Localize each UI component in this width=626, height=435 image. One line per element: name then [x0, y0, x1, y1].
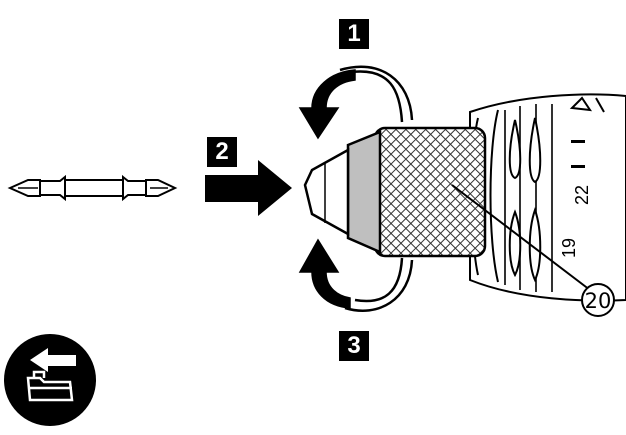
curved-arrow-clockwise-icon [298, 69, 356, 140]
callout-leader-line [451, 184, 591, 291]
screwdriver-bit [7, 174, 178, 202]
drill-body [469, 93, 626, 302]
rotation-ring [339, 65, 414, 312]
dial-mark-19: 19 [559, 238, 579, 258]
step-1-badge: 1 [339, 19, 369, 49]
dial-mark-22: 22 [572, 185, 592, 205]
curved-arrow-counterclockwise-icon [298, 238, 351, 309]
step-2-badge: 2 [207, 137, 237, 167]
step-3-badge: 3 [339, 331, 369, 361]
keyless-chuck [303, 126, 487, 258]
callout-circle [581, 283, 615, 317]
chuck-front-ring [346, 130, 382, 254]
chuck-jaws-tip [303, 147, 350, 237]
clutch-dial-markings: 19 22 [559, 140, 592, 258]
chuck-sleeve-knurled [373, 126, 487, 258]
callout-chuck-sleeve: 20 [585, 289, 612, 313]
arrow-right-icon [205, 160, 292, 216]
remove-battery-icon [4, 334, 96, 426]
